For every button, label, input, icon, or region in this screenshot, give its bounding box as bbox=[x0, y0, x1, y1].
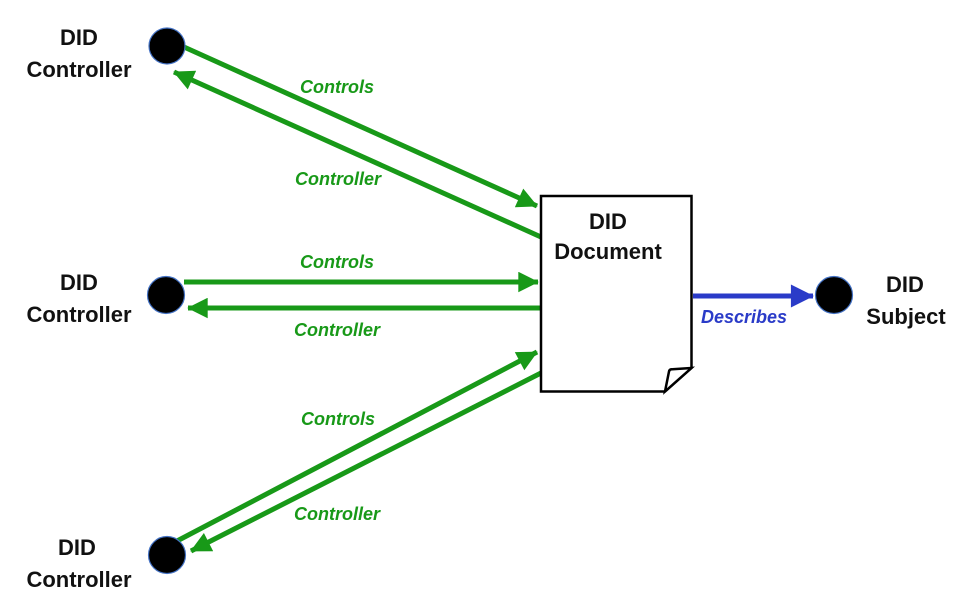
did-controller-middle-label: DID Controller bbox=[26, 270, 132, 327]
did-controller-top-dot bbox=[148, 27, 186, 65]
edge-label-controls-bottom: Controls bbox=[301, 409, 375, 429]
did-controller-bottom-label-line2: Controller bbox=[26, 567, 132, 592]
did-controller-top-label: DID Controller bbox=[26, 25, 132, 82]
did-document-node: DID Document bbox=[539, 194, 696, 395]
did-controller-top-label-line2: Controller bbox=[26, 57, 132, 82]
edge-label-controls-top: Controls bbox=[300, 77, 374, 97]
did-controller-top-label-line1: DID bbox=[60, 25, 98, 50]
controls-arrow-bottom bbox=[175, 349, 539, 544]
did-controller-middle-dot bbox=[146, 275, 186, 315]
did-controller-bottom-dot bbox=[147, 535, 187, 575]
controls-arrow-top bbox=[182, 44, 539, 209]
controller-arrow-bottom bbox=[189, 370, 543, 554]
edge-label-controller-bottom: Controller bbox=[294, 504, 381, 524]
did-subject-label-line1: DID bbox=[886, 272, 924, 297]
document-folded-corner-icon bbox=[663, 366, 696, 395]
controller-arrow-top bbox=[172, 69, 543, 240]
did-document-label-line1: DID bbox=[589, 209, 627, 234]
did-controller-middle-label-line2: Controller bbox=[26, 302, 132, 327]
edge-label-controller-middle: Controller bbox=[294, 320, 381, 340]
edge-label-controls-middle: Controls bbox=[300, 252, 374, 272]
did-document-label-line2: Document bbox=[554, 239, 662, 264]
did-controller-bottom-label: DID Controller bbox=[26, 535, 132, 592]
did-controller-middle-label-line1: DID bbox=[60, 270, 98, 295]
edge-label-controller-top: Controller bbox=[295, 169, 382, 189]
did-controller-bottom-label-line1: DID bbox=[58, 535, 96, 560]
did-subject-label-line2: Subject bbox=[866, 304, 946, 329]
did-subject-dot bbox=[814, 275, 854, 315]
did-subject-label: DID Subject bbox=[866, 272, 946, 329]
edge-label-describes: Describes bbox=[701, 307, 787, 327]
